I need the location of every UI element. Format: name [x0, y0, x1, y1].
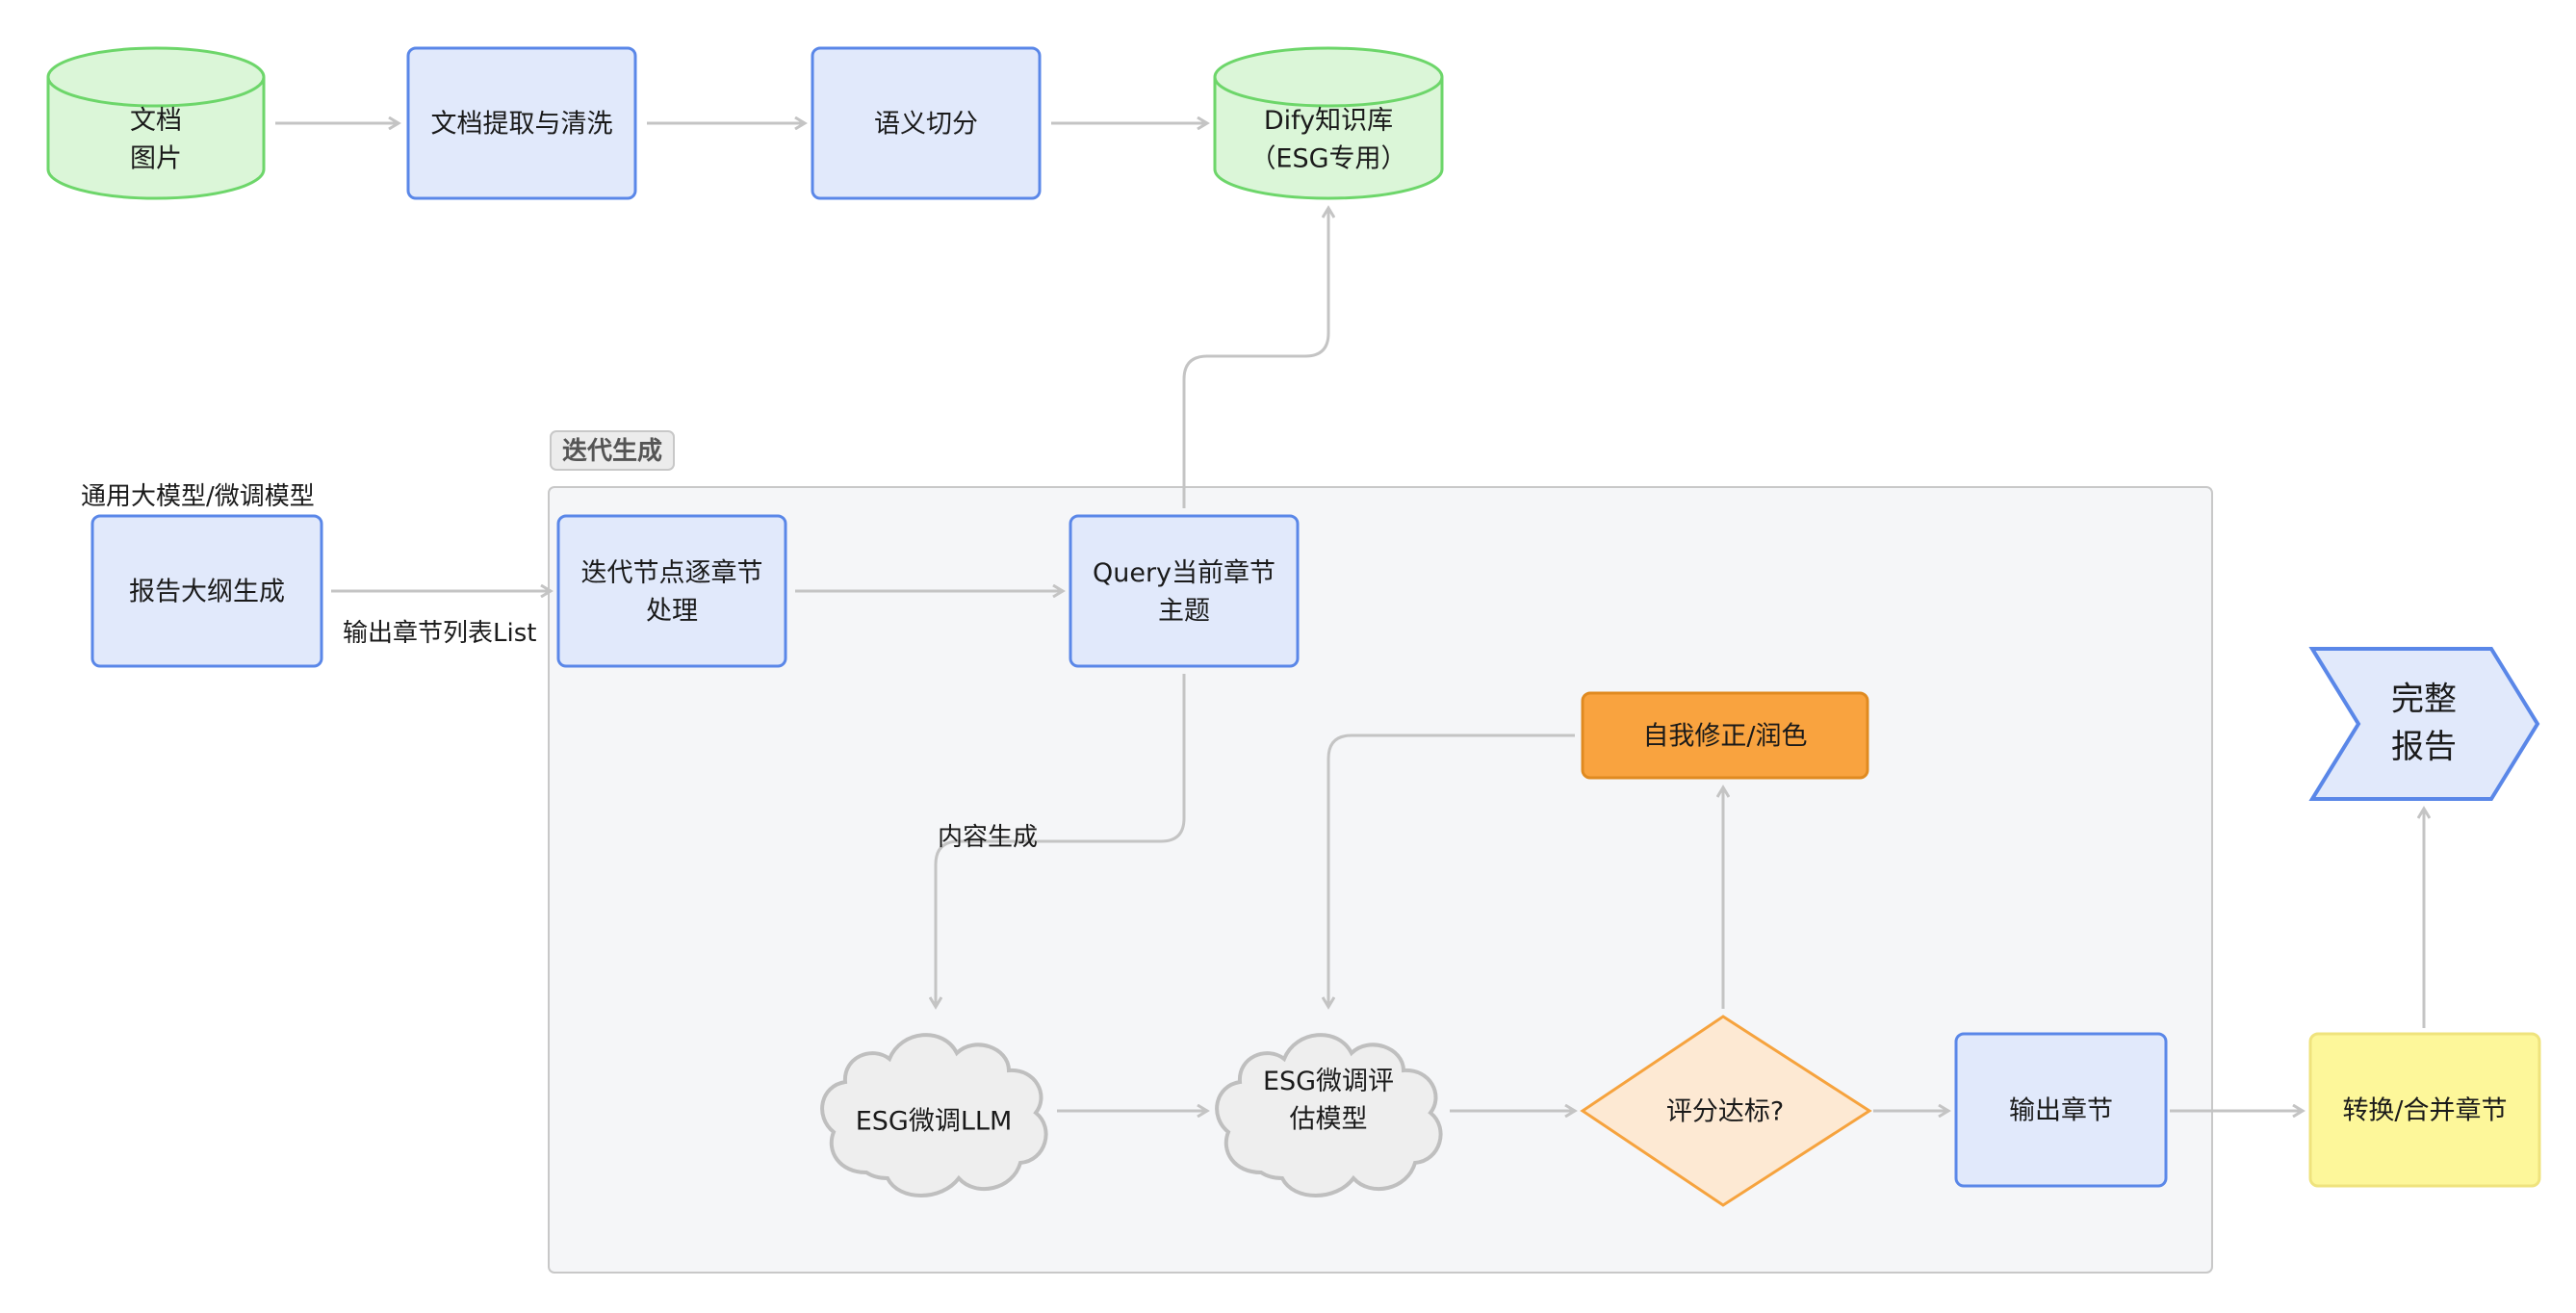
- node-kb-text: Dify知识库 （ESG专用）: [1249, 106, 1406, 173]
- node-check-text: 评分达标?: [1666, 1097, 1784, 1127]
- label-line: 处理: [646, 596, 698, 626]
- label-line: 报告大纲生成: [129, 578, 285, 607]
- node-query[interactable]: Query当前章节主题: [1069, 514, 1300, 668]
- group-title-badge: [550, 430, 675, 471]
- node-split-text: 语义切分: [874, 110, 978, 140]
- node-revise[interactable]: 自我修正/润色: [1581, 691, 1869, 780]
- label-line: 文档: [130, 106, 182, 136]
- edge-query-llm: [936, 674, 1186, 1007]
- group-title: 迭代生成: [562, 437, 662, 466]
- label-line: Dify知识库: [1264, 106, 1393, 136]
- edge-revise-eval: [1328, 734, 1575, 1007]
- node-out-text: 输出章节: [2009, 1096, 2113, 1126]
- edge-query-kb: [1182, 208, 1328, 508]
- node-revise-text: 自我修正/润色: [1642, 722, 1807, 752]
- label-line: 估模型: [1290, 1104, 1368, 1134]
- label-line: 评分达标?: [1666, 1097, 1784, 1127]
- label-line: 语义切分: [874, 110, 978, 140]
- label-line: 输出章节: [2009, 1096, 2113, 1126]
- label-line: 主题: [1158, 596, 1210, 626]
- node-extract[interactable]: 文档提取与清洗: [406, 46, 637, 200]
- edges: [275, 123, 2424, 1111]
- node-check[interactable]: 评分达标?: [1580, 1015, 1872, 1207]
- label-line: 文档提取与清洗: [431, 110, 613, 140]
- label-line: ESG微调评: [1263, 1067, 1394, 1096]
- node-iteration[interactable]: 迭代节点逐章节处理: [556, 514, 787, 668]
- label-line: 完整: [2391, 681, 2457, 719]
- node-docs-text: 文档图片: [130, 106, 182, 173]
- node-split[interactable]: 语义切分: [811, 46, 1042, 200]
- label-line: ESG微调LLM: [856, 1107, 1013, 1137]
- node-outline[interactable]: 报告大纲生成: [90, 514, 323, 668]
- node-report[interactable]: 完整报告: [2308, 647, 2540, 801]
- label-line: （ESG专用）: [1249, 143, 1406, 173]
- node-outline-text: 报告大纲生成: [129, 578, 285, 607]
- node-query-text: Query当前章节主题: [1093, 558, 1275, 626]
- label-line: 报告: [2391, 728, 2457, 766]
- label-line: Query当前章节: [1093, 558, 1275, 588]
- node-docs[interactable]: 文档图片: [46, 46, 266, 200]
- node-knowledge-base[interactable]: Dify知识库 （ESG专用）: [1213, 46, 1444, 200]
- node-eval-text: ESG微调评估模型: [1263, 1067, 1394, 1134]
- label-line: 迭代节点逐章节: [581, 558, 763, 588]
- node-llm[interactable]: ESG微调LLM: [820, 1033, 1048, 1197]
- node-report-text: 完整报告: [2391, 681, 2457, 766]
- label-line: 转换/合并章节: [2342, 1096, 2507, 1126]
- node-llm-text: ESG微调LLM: [856, 1107, 1013, 1137]
- node-eval[interactable]: ESG微调评估模型: [1215, 1033, 1443, 1197]
- content-gen-label: 内容生成: [938, 823, 1038, 852]
- outline-top-label: 通用大模型/微调模型: [81, 482, 315, 511]
- node-extract-text: 文档提取与清洗: [431, 110, 613, 140]
- node-output-chapter[interactable]: 输出章节: [1954, 1032, 2168, 1188]
- label-line: 图片: [130, 143, 182, 173]
- label-line: 自我修正/润色: [1642, 722, 1807, 752]
- outline-edge-label: 输出章节列表List: [343, 619, 536, 648]
- node-merge-text: 转换/合并章节: [2342, 1096, 2507, 1126]
- node-iter-text: 迭代节点逐章节处理: [581, 558, 763, 626]
- node-merge[interactable]: 转换/合并章节: [2308, 1032, 2541, 1188]
